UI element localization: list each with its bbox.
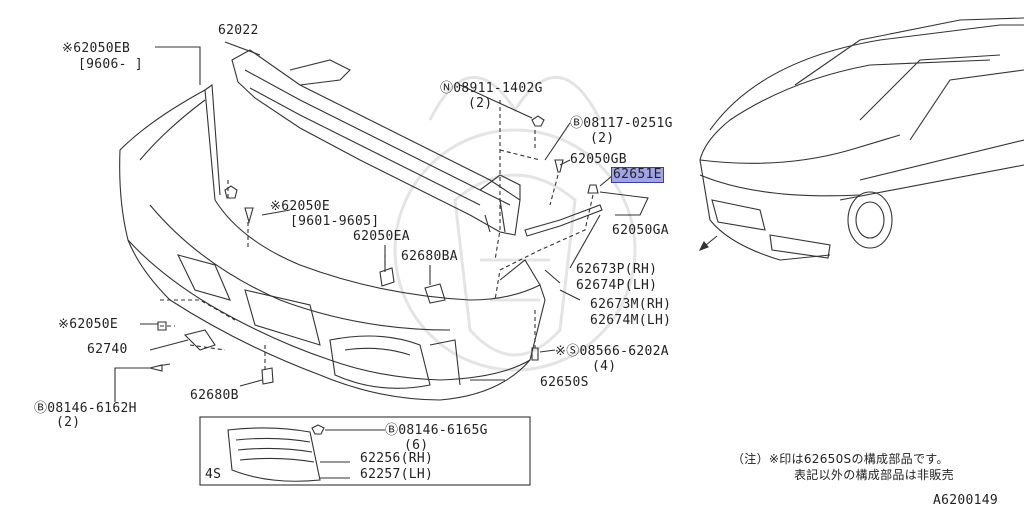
direction-arrow	[698, 235, 718, 252]
part-62050e-range: [9601-9605]	[290, 214, 380, 229]
part-62050e-left-label[interactable]: ※62050E	[58, 317, 118, 332]
note-line-2: 表記以外の構成部品は非販売	[794, 468, 954, 482]
part-62050e-label[interactable]: ※62050E	[270, 199, 330, 214]
diagram-id: A6200149	[933, 493, 999, 508]
part-62650s-label[interactable]: 62650S	[540, 375, 589, 390]
qty-2-a: (2)	[56, 415, 81, 430]
part-62256-label[interactable]: 62256(RH)	[360, 451, 434, 466]
leader-lines	[114, 41, 649, 431]
part-62050gb-label[interactable]: 62050GB	[570, 152, 627, 167]
part-62680ba-label[interactable]: 62680BA	[401, 249, 458, 264]
part-62050ga-label[interactable]: 62050GA	[612, 223, 669, 238]
car-illustration	[699, 17, 1024, 261]
qty-2-c: (2)	[590, 131, 615, 146]
grade-4s-label: 4S	[205, 467, 222, 482]
part-62651e-label-highlighted[interactable]: 62651E	[611, 167, 664, 183]
part-08117-0251g-label[interactable]: Ⓑ08117-0251G	[570, 116, 673, 131]
part-62673m-label[interactable]: 62673M(RH)	[590, 297, 672, 312]
part-62022-label[interactable]: 62022	[218, 23, 259, 38]
part-62673p-label[interactable]: 62673P(RH)	[576, 262, 658, 277]
watermark-logo	[393, 76, 637, 372]
part-62674m-label[interactable]: 62674M(LH)	[590, 313, 672, 328]
part-62257-label[interactable]: 62257(LH)	[360, 467, 434, 482]
reinforcement-beam	[231, 49, 521, 236]
bumper-cover	[119, 83, 546, 401]
qty-4: (4)	[592, 359, 617, 374]
part-08146-6165g-label[interactable]: Ⓑ08146-6165G	[385, 423, 488, 438]
part-62050eb-range: [9606- ]	[78, 57, 144, 72]
grille-inset	[199, 416, 531, 486]
note-line-1: （注）※印は62650Sの構成部品です。	[732, 452, 949, 466]
part-62050eb-label[interactable]: ※62050EB	[62, 41, 131, 56]
part-62680b-label[interactable]: 62680B	[190, 388, 239, 403]
part-08146-6162h-label[interactable]: Ⓑ08146-6162H	[34, 401, 137, 416]
guide-lines	[160, 100, 594, 370]
part-62674p-label[interactable]: 62674P(LH)	[576, 278, 658, 293]
part-08911-1402g-label[interactable]: Ⓝ08911-1402G	[440, 81, 543, 96]
qty-2-b: (2)	[468, 96, 493, 111]
part-62050ea-label[interactable]: 62050EA	[353, 229, 410, 244]
qty-6: (6)	[404, 438, 429, 453]
brackets	[149, 115, 603, 435]
part-08566-6202a-label[interactable]: ※Ⓢ08566-6202A	[555, 344, 669, 359]
part-62740-label[interactable]: 62740	[87, 342, 128, 357]
